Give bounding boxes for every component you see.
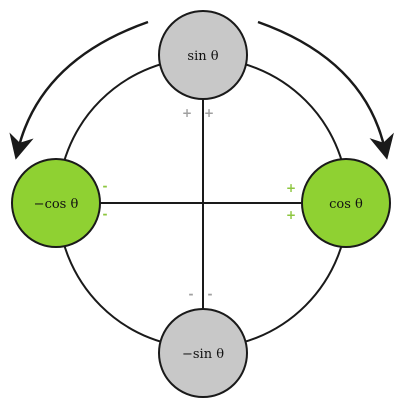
node-cos-label: cos θ: [329, 197, 363, 212]
sign-left-lower: -: [103, 207, 108, 221]
left-cycle-arrow: [9, 20, 149, 160]
node-neg-cos-label: −cos θ: [34, 197, 79, 212]
sign-right-upper: +: [286, 181, 296, 195]
sign-top-left: +: [182, 106, 192, 120]
sign-top-right: +: [204, 106, 214, 120]
node-cos-circle: [301, 158, 391, 248]
node-neg-cos: −cos θ: [11, 158, 101, 248]
node-neg-sin-label: −sin θ: [182, 347, 224, 362]
node-cos: cos θ: [301, 158, 391, 248]
sign-left-upper: -: [103, 179, 108, 193]
node-sin-label: sin θ: [187, 49, 218, 64]
node-sin: sin θ: [158, 10, 248, 100]
sign-bottom-right: -: [208, 287, 213, 301]
node-neg-sin: −sin θ: [158, 308, 248, 398]
node-neg-cos-circle: [11, 158, 101, 248]
node-neg-sin-circle: [158, 308, 248, 398]
node-sin-circle: [158, 10, 248, 100]
sign-right-lower: +: [286, 208, 296, 222]
right-cycle-arrow: [257, 20, 394, 160]
sign-bottom-left: -: [189, 287, 194, 301]
